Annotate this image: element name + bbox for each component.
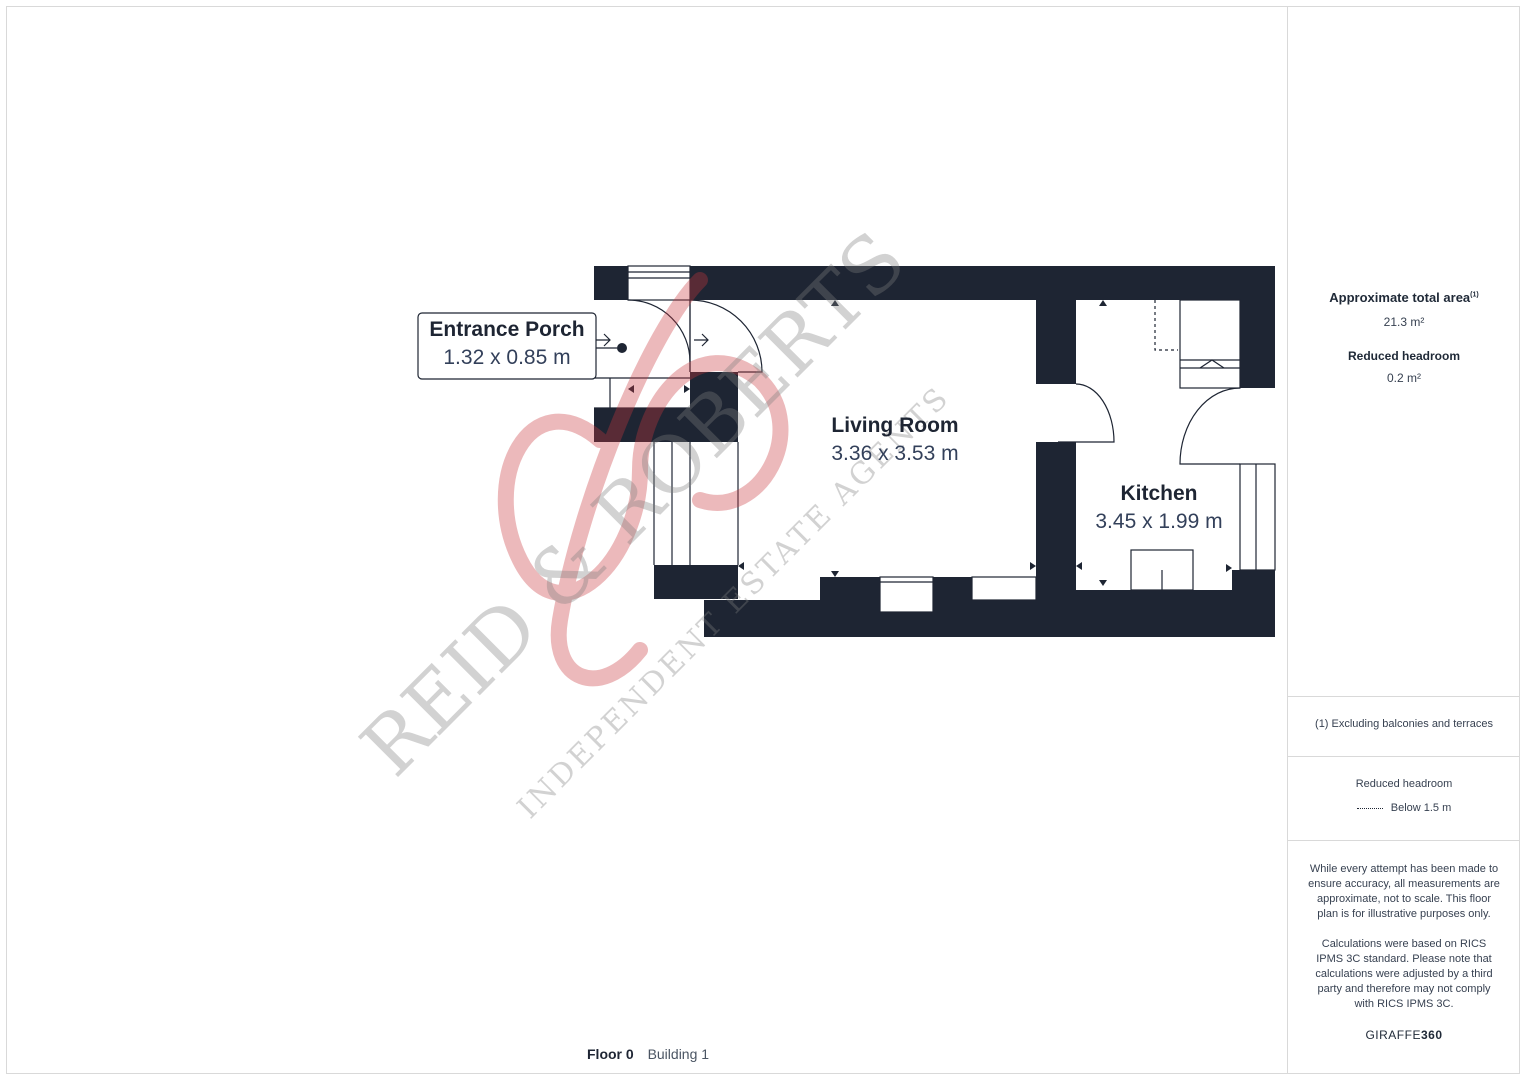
brand-bold: 360 bbox=[1420, 1028, 1443, 1042]
total-area-title: Approximate total area bbox=[1329, 290, 1471, 305]
walls bbox=[594, 266, 1275, 637]
legend-item: Below 1.5 m bbox=[1288, 802, 1520, 814]
entrance-label-box bbox=[417, 312, 597, 380]
reduced-headroom-value: 0.2 m² bbox=[1386, 371, 1421, 385]
reduced-headroom-outline bbox=[1154, 300, 1178, 351]
porch-marker-icon bbox=[617, 343, 627, 353]
room-kitchen: Kitchen 3.45 x 1.99 m bbox=[1074, 482, 1244, 534]
floor-footer: Floor 0 Building 1 bbox=[587, 1046, 709, 1062]
room-dims: 3.45 x 1.99 m bbox=[1095, 510, 1223, 533]
room-entrance-porch: Entrance Porch 1.32 x 0.85 m bbox=[418, 318, 596, 370]
dotted-line-icon bbox=[1356, 807, 1383, 809]
plan-lines bbox=[594, 265, 1276, 613]
room-name: Entrance Porch bbox=[429, 318, 585, 341]
disclaimer-2: Calculations were based on RICS IPMS 3C … bbox=[1315, 938, 1493, 1010]
room-name: Kitchen bbox=[1120, 482, 1198, 505]
floor-label: Floor 0 bbox=[587, 1046, 634, 1062]
panel-divider-1 bbox=[1288, 696, 1520, 697]
brand-logo: GIRAFFE360 bbox=[1288, 1028, 1520, 1042]
reduced-headroom-title: Reduced headroom bbox=[1347, 349, 1461, 363]
total-area-value: 21.3 m² bbox=[1383, 315, 1425, 329]
measure-ticks bbox=[628, 300, 1232, 586]
legend-item-label: Below 1.5 m bbox=[1390, 802, 1452, 814]
room-dims: 3.36 x 3.53 m bbox=[831, 442, 959, 465]
room-living-room: Living Room 3.36 x 3.53 m bbox=[790, 414, 1000, 466]
total-area-sup: (1) bbox=[1470, 291, 1479, 299]
room-dims: 1.32 x 0.85 m bbox=[443, 346, 571, 369]
panel-divider bbox=[1287, 6, 1288, 1074]
legend-title: Reduced headroom bbox=[1355, 778, 1453, 790]
panel-divider-2 bbox=[1288, 756, 1520, 757]
total-area-block: Approximate total area(1) 21.3 m² Reduce… bbox=[1288, 290, 1520, 385]
brand-light: GIRAFFE bbox=[1365, 1028, 1421, 1042]
footnote: (1) Excluding balconies and terraces bbox=[1315, 718, 1493, 730]
panel-divider-3 bbox=[1288, 840, 1520, 841]
disclaimer-1: While every attempt has been made to ens… bbox=[1308, 863, 1500, 920]
entry-arrows bbox=[596, 333, 709, 347]
page-frame bbox=[6, 6, 1520, 1074]
building-label: Building 1 bbox=[647, 1046, 710, 1062]
room-name: Living Room bbox=[831, 414, 959, 437]
